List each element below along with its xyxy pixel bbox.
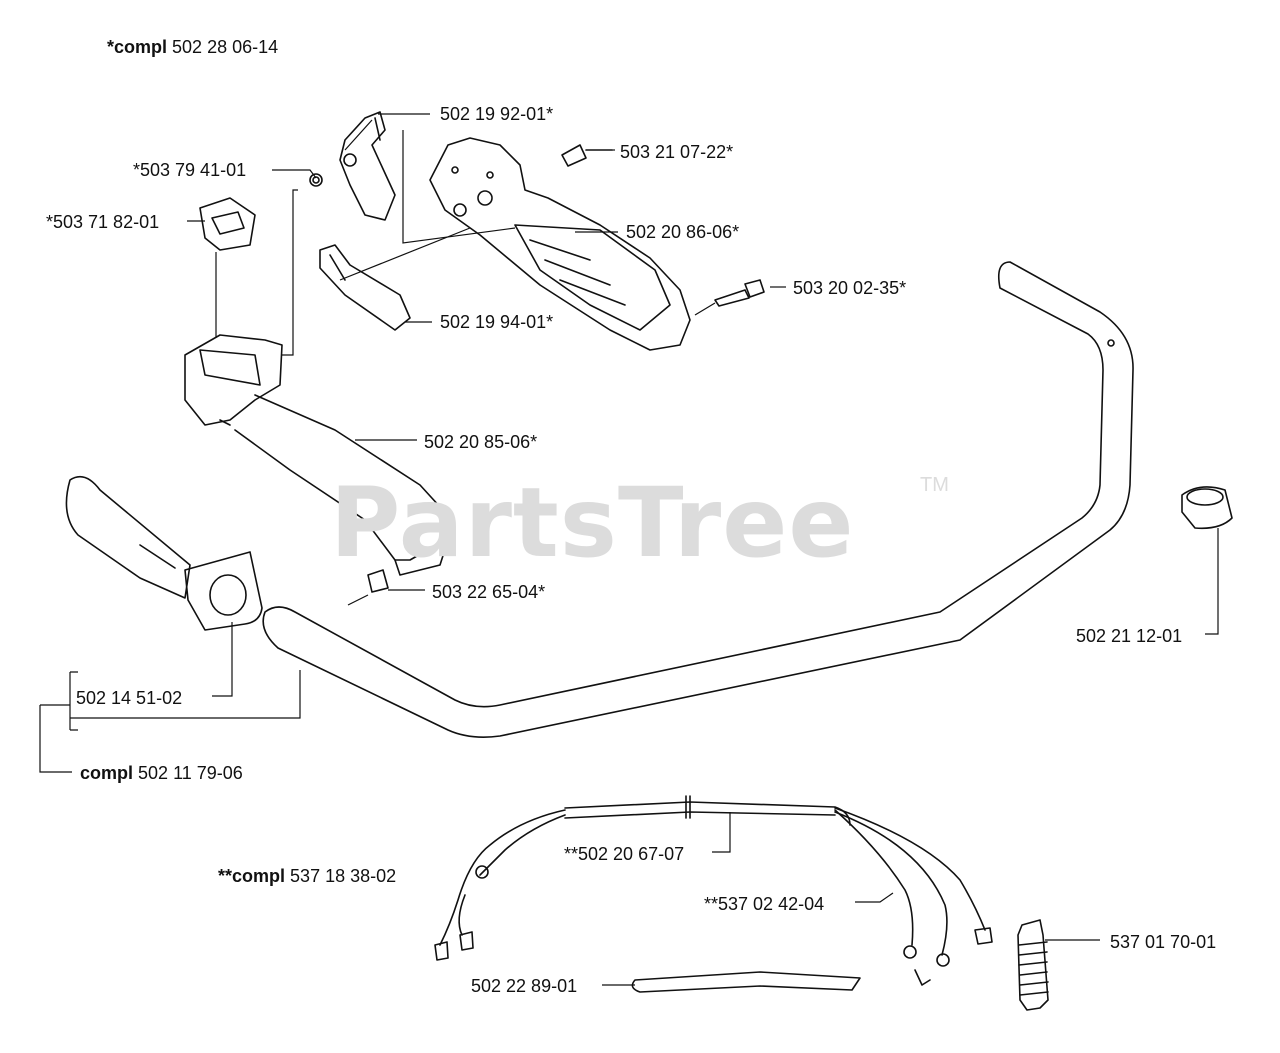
throttle-trigger	[319, 244, 411, 331]
label-502-21-12-01: 502 21 12-01	[1076, 626, 1183, 646]
handlebar-tube	[262, 261, 1134, 738]
screw-503-21-07-22	[561, 144, 613, 167]
stop-switch	[199, 197, 256, 251]
screw-503-20-02-35	[714, 279, 765, 307]
nut	[367, 569, 389, 593]
label-502-14-51-02: 502 14 51-02	[76, 688, 183, 708]
throttle-housing	[429, 137, 691, 351]
handle-housing	[184, 334, 453, 576]
label-503-79-41-01: *503 79 41-01	[133, 160, 247, 180]
label-537-01-70-01: 537 01 70-01	[1110, 932, 1217, 952]
safety-lever	[339, 111, 396, 221]
label-502-20-86-06: 502 20 86-06*	[626, 222, 740, 242]
label-502-22-89-01: 502 22 89-01	[471, 976, 578, 996]
label-537-02-42-04: **537 02 42-04	[704, 894, 825, 914]
label-compl-537-18-38-02: **compl 537 18 38-02	[218, 866, 397, 886]
label-502-20-85-06: 502 20 85-06*	[424, 432, 538, 452]
label-503-21-07-22: 503 21 07-22*	[620, 142, 734, 162]
label-compl-502-28-06-14: *compl 502 28 06-14	[107, 37, 279, 57]
label-502-19-92-01: 502 19 92-01*	[440, 104, 554, 124]
leader-lines	[39, 113, 1219, 986]
wire-harness	[434, 795, 993, 986]
label-503-20-02-35: 503 20 02-35*	[793, 278, 907, 298]
watermark: PartsTree	[330, 467, 855, 579]
label-502-19-94-01: 502 19 94-01*	[440, 312, 554, 332]
clamp	[1181, 486, 1233, 530]
label-503-22-65-04: 503 22 65-04*	[432, 582, 546, 602]
grip-handle	[65, 475, 263, 631]
label-503-71-82-01: *503 71 82-01	[46, 212, 160, 232]
spring	[309, 173, 323, 187]
label-502-20-67-07: **502 20 67-07	[564, 844, 685, 864]
label-compl-502-11-79-06: compl 502 11 79-06	[80, 763, 243, 783]
rubber-boot	[1017, 919, 1049, 1011]
watermark-tm: TM	[920, 474, 949, 496]
rubber-sleeve	[631, 971, 861, 993]
